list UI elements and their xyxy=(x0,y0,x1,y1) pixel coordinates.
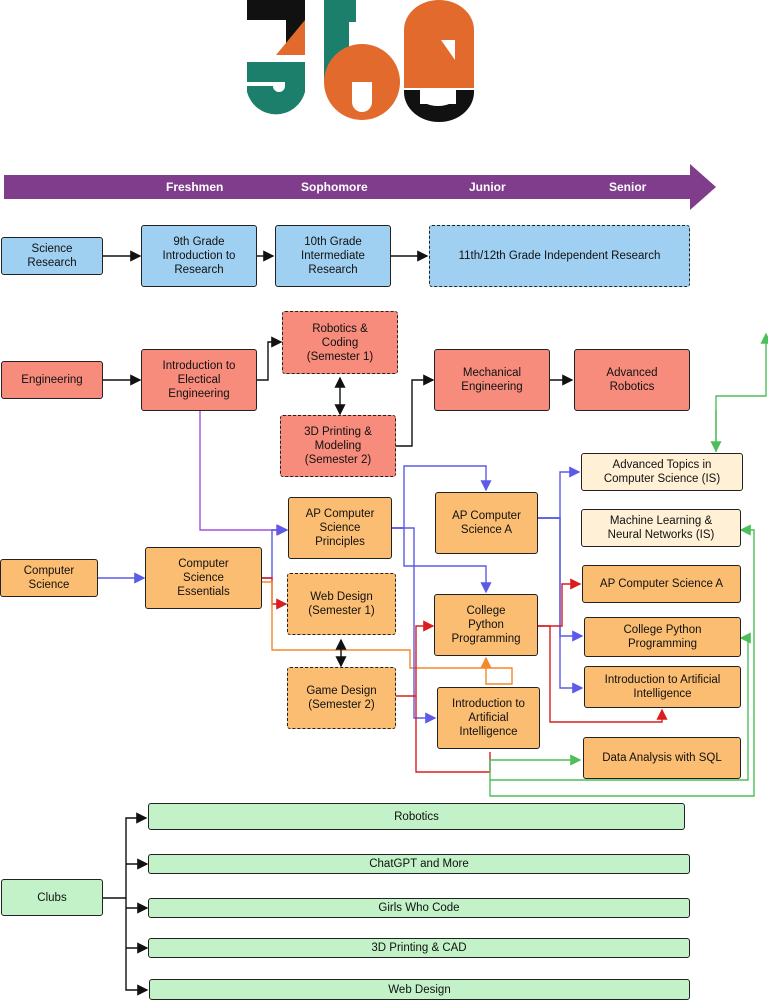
clubs-node: Clubs xyxy=(1,879,103,916)
cs-essentials-node: Computer Science Essentials xyxy=(145,547,262,609)
club-girls-who-code: Girls Who Code xyxy=(148,898,690,918)
advanced-robotics-node: Advanced Robotics xyxy=(574,349,690,411)
3d-printing-modeling-node: 3D Printing & Modeling (Semester 2) xyxy=(280,415,396,477)
science-research-node: Science Research xyxy=(1,237,103,275)
club-web-design: Web Design xyxy=(149,979,690,1000)
grade-junior: Junior xyxy=(469,180,506,194)
college-python-node: College Python Programming xyxy=(434,594,538,656)
timeline-arrow xyxy=(4,164,716,210)
grade-sophomore: Sophomore xyxy=(301,180,368,194)
machine-learning-node: Machine Learning & Neural Networks (IS) xyxy=(581,509,741,547)
intro-research-node: 9th Grade Introduction to Research xyxy=(141,225,257,287)
web-design-node: Web Design (Semester 1) xyxy=(287,573,396,635)
engineering-node: Engineering xyxy=(1,361,103,399)
computer-science-node: Computer Science xyxy=(0,559,98,597)
mechanical-engineering-node: Mechanical Engineering xyxy=(434,349,550,411)
data-analysis-sql-node: Data Analysis with SQL xyxy=(583,737,741,779)
senior-python-node: College Python Programming xyxy=(584,617,741,657)
intro-ai-node: Introduction to Artificial Intelligence xyxy=(437,687,540,749)
club-3d-printing-cad: 3D Printing & CAD xyxy=(148,938,690,958)
ap-cs-principles-node: AP Computer Science Principles xyxy=(288,497,392,559)
independent-research-node: 11th/12th Grade Independent Research xyxy=(429,225,690,287)
grade-freshmen: Freshmen xyxy=(166,180,224,194)
logo-360: 360 xyxy=(247,0,474,122)
advanced-topics-cs-node: Advanced Topics in Computer Science (IS) xyxy=(581,453,743,491)
ap-cs-a-node: AP Computer Science A xyxy=(435,492,538,554)
senior-intro-ai-node: Introduction to Artificial Intelligence xyxy=(584,666,741,708)
grade-senior: Senior xyxy=(609,180,647,194)
senior-ap-cs-a-node: AP Computer Science A xyxy=(582,565,741,603)
intro-electrical-engineering-node: Introduction to Electical Engineering xyxy=(141,349,257,411)
intermediate-research-node: 10th Grade Intermediate Research xyxy=(275,225,391,287)
club-chatgpt: ChatGPT and More xyxy=(148,854,690,874)
game-design-node: Game Design (Semester 2) xyxy=(287,667,396,729)
robotics-coding-node: Robotics & Coding (Semester 1) xyxy=(282,311,398,374)
club-robotics: Robotics xyxy=(148,803,685,830)
